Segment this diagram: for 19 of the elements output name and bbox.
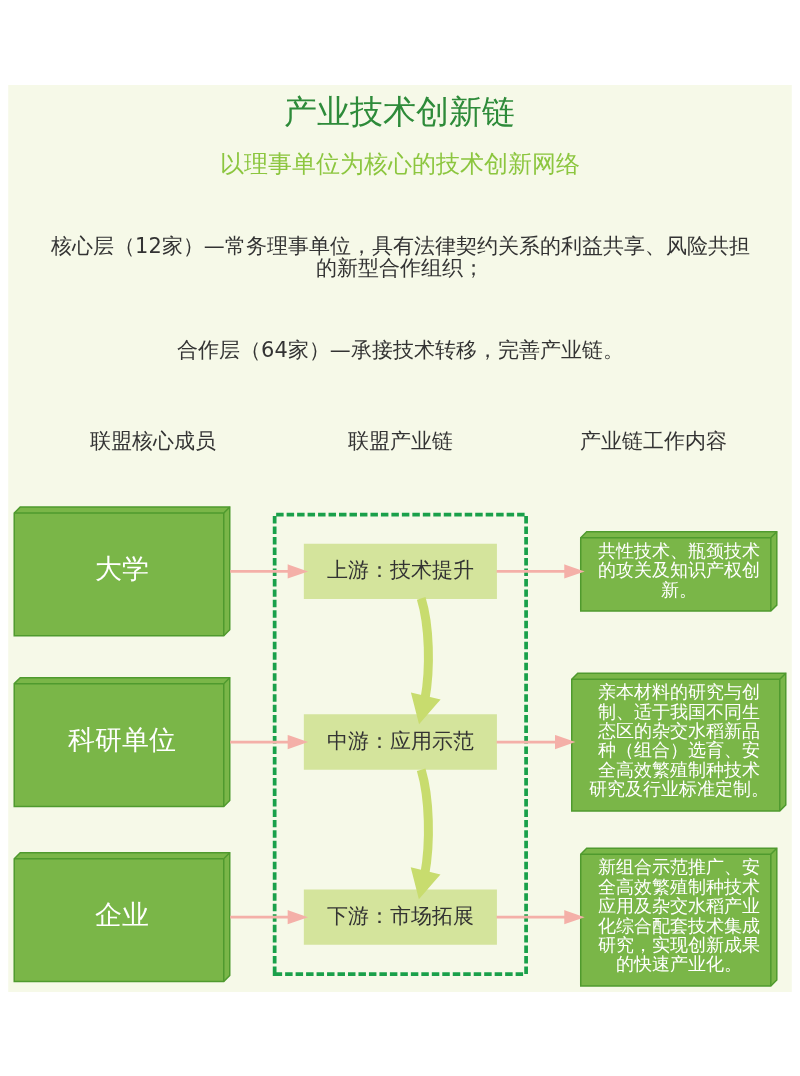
- label: 联盟核心成员: [90, 428, 217, 453]
- label: 以理事单位为核心的技术创新网络: [220, 149, 581, 178]
- arrow: [230, 909, 309, 924]
- label: 核心层（12家）—常务理事单位，具有法律契约关系的利益共享、风险共担的新型合作组织；: [51, 233, 750, 280]
- node-box: 上游：技术提升: [303, 543, 497, 599]
- label: 合作层（64家）—承接技术转移，完善产业链。: [177, 337, 624, 362]
- node-box: 中游：应用示范: [303, 713, 497, 770]
- label: 联盟产业链: [347, 428, 453, 453]
- arrow: [230, 734, 309, 749]
- node-box: 下游：市场拓展: [303, 888, 497, 945]
- arrow: [496, 563, 585, 579]
- arrow: [230, 563, 309, 579]
- label: 产业链工作内容: [579, 428, 727, 453]
- cluster: [272, 512, 528, 976]
- arrow: [496, 909, 585, 924]
- diagram-title: 产业技术创新链: [284, 91, 516, 131]
- arrow: [410, 768, 441, 899]
- arrow: [496, 734, 576, 749]
- arrow: [410, 596, 441, 724]
